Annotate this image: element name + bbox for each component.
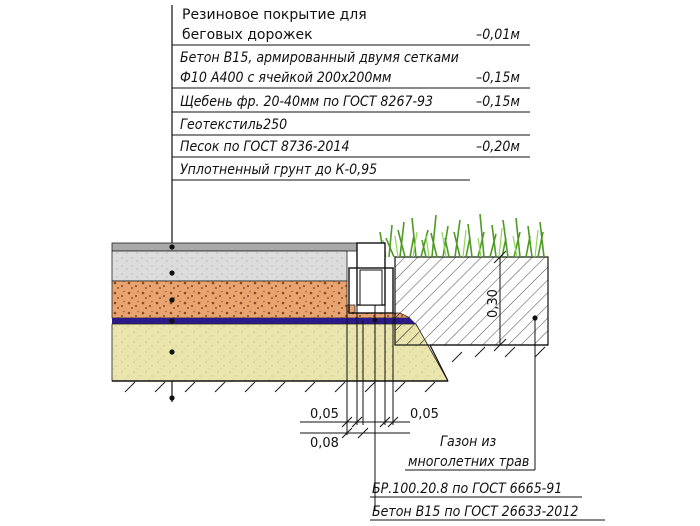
layer-1-name: Резиновое покрытие для xyxy=(182,7,367,23)
height-dimension xyxy=(493,250,507,352)
grass xyxy=(379,213,545,258)
layer-1-name2: беговых дорожек xyxy=(182,27,313,43)
dim-height: 0,30 xyxy=(486,289,501,318)
dim-bottom: 0,08 xyxy=(310,436,339,451)
curb-leader-dot xyxy=(372,317,378,323)
lawn-soil xyxy=(394,256,549,346)
layer-3-name: Щебень фр. 20-40мм по ГОСТ 8267-93 xyxy=(180,94,433,110)
rubber-layer xyxy=(111,242,358,252)
curb-label-1: БР.100.20.8 по ГОСТ 6665-91 xyxy=(372,481,562,497)
leader-dots xyxy=(169,244,175,401)
concrete-layer xyxy=(111,250,348,282)
dim-left: 0,05 xyxy=(310,407,339,422)
layer-1-thickness: –0,01м xyxy=(476,27,520,43)
lawn-leader xyxy=(405,318,536,471)
layer-3-thickness: –0,15м xyxy=(476,94,520,110)
layer-5-thickness: –0,20м xyxy=(476,139,520,155)
dim-right: 0,05 xyxy=(410,407,439,422)
curb-leader xyxy=(370,496,605,521)
pavement-layers xyxy=(111,242,449,382)
curb-dimensions xyxy=(300,305,410,510)
layer-6-name: Уплотненный грунт до К-0,95 xyxy=(180,162,377,178)
layer-table: Резиновое покрытие для беговых дорожек –… xyxy=(172,7,530,181)
lawn-label-2: многолетних трав xyxy=(408,454,529,470)
grass-light xyxy=(382,227,539,258)
layer-2-name: Бетон В15, армированный двумя сетками xyxy=(180,50,459,66)
curb-stone xyxy=(348,242,394,314)
lawn-label-1: Газон из xyxy=(440,434,497,450)
lawn-leader-dot xyxy=(532,315,538,321)
layer-5-name: Песок по ГОСТ 8736-2014 xyxy=(180,139,349,155)
layer-2-thickness: –0,15м xyxy=(476,70,520,86)
layer-4-name: Геотекстиль250 xyxy=(180,117,287,133)
geotextile-layer xyxy=(112,318,416,324)
curb-label-2: Бетон В15 по ГОСТ 26633-2012 xyxy=(372,504,578,520)
layer-2-name2: Ф10 А400 с ячейкой 200х200мм xyxy=(180,70,392,86)
